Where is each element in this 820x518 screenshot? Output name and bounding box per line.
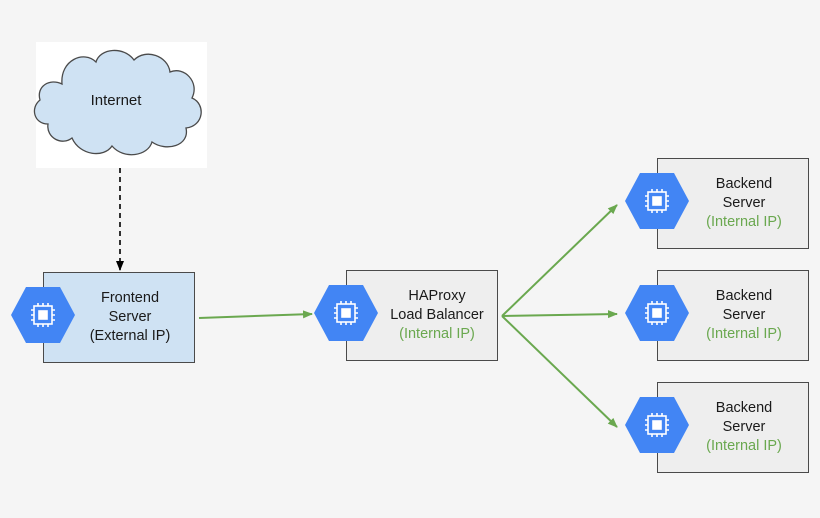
haproxy-node: HAProxy Load Balancer (Internal IP) — [346, 270, 498, 361]
internet-label: Internet — [90, 92, 142, 109]
frontend-chip-icon — [11, 287, 75, 343]
haproxy-to-backend-3-connector — [501, 315, 618, 428]
backend-3-ip-label: (Internal IP) — [706, 438, 782, 454]
backend-2-chip-icon — [625, 285, 689, 341]
haproxy-chip-icon — [314, 285, 378, 341]
frontend-to-haproxy-connector — [198, 310, 313, 319]
haproxy-ip-label: (Internal IP) — [399, 326, 475, 342]
backend-3-subtitle: Server — [722, 419, 766, 435]
haproxy-to-backend-1-connector — [501, 204, 618, 317]
haproxy-subtitle: Load Balancer — [390, 307, 484, 323]
backend-2-title: Backend — [715, 288, 773, 304]
backend-2-subtitle: Server — [722, 307, 766, 323]
backend-3-chip-icon — [625, 397, 689, 453]
frontend-subtitle: Server — [108, 309, 152, 325]
backend-1-ip-label: (Internal IP) — [706, 214, 782, 230]
frontend-title: Frontend — [100, 290, 160, 306]
backend-1-subtitle: Server — [722, 195, 766, 211]
haproxy-to-backend-2-connector — [501, 310, 618, 319]
backend-2-ip-label: (Internal IP) — [706, 326, 782, 342]
haproxy-title: HAProxy — [408, 288, 466, 304]
frontend-ip-label: (External IP) — [89, 328, 171, 344]
backend-server-node-2: Backend Server (Internal IP) — [657, 270, 809, 361]
backend-3-title: Backend — [715, 400, 773, 416]
backend-1-chip-icon — [625, 173, 689, 229]
internet-cloud-shape — [33, 49, 202, 156]
frontend-server-node: Frontend Server (External IP) — [43, 272, 195, 363]
backend-1-title: Backend — [715, 176, 773, 192]
